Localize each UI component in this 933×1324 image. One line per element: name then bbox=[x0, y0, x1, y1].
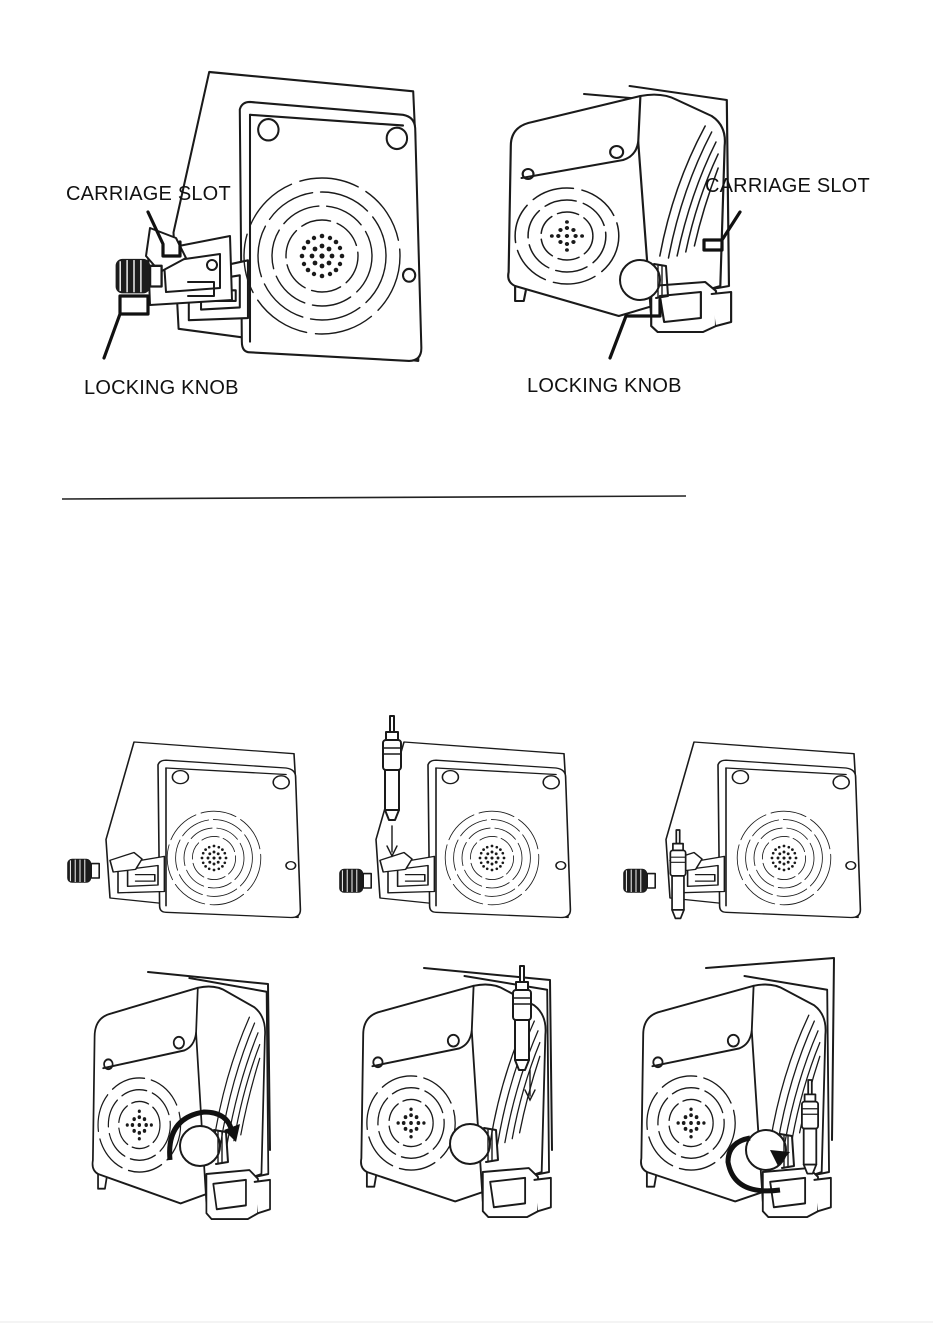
carriage-slot-label-right: CARRIAGE SLOT bbox=[705, 175, 870, 197]
locking-knob-label-right: LOCKING KNOB bbox=[527, 375, 682, 397]
blade-holder-icon bbox=[383, 716, 401, 820]
blade-holder-icon bbox=[802, 1080, 818, 1174]
figure-angled-view-unit: CARRIAGE SLOT LOCKING KNOB bbox=[508, 86, 870, 397]
step-1-front-knob bbox=[67, 742, 300, 918]
step-3-front-holder-seated bbox=[623, 742, 860, 918]
step-2-front-insert-holder bbox=[339, 716, 570, 918]
blade-holder-icon bbox=[513, 966, 531, 1070]
blade-holder-icon bbox=[670, 830, 685, 918]
figure-front-view-unit: CARRIAGE SLOT LOCKING KNOB bbox=[66, 72, 421, 399]
step-6-angled-tighten bbox=[641, 958, 834, 1217]
locking-knob-label-left: LOCKING KNOB bbox=[84, 377, 239, 399]
section-divider bbox=[62, 496, 686, 499]
step-5-angled-insert-holder bbox=[361, 966, 552, 1217]
carriage-slot-label-left: CARRIAGE SLOT bbox=[66, 183, 231, 205]
step-4-angled-loosen bbox=[93, 972, 271, 1219]
